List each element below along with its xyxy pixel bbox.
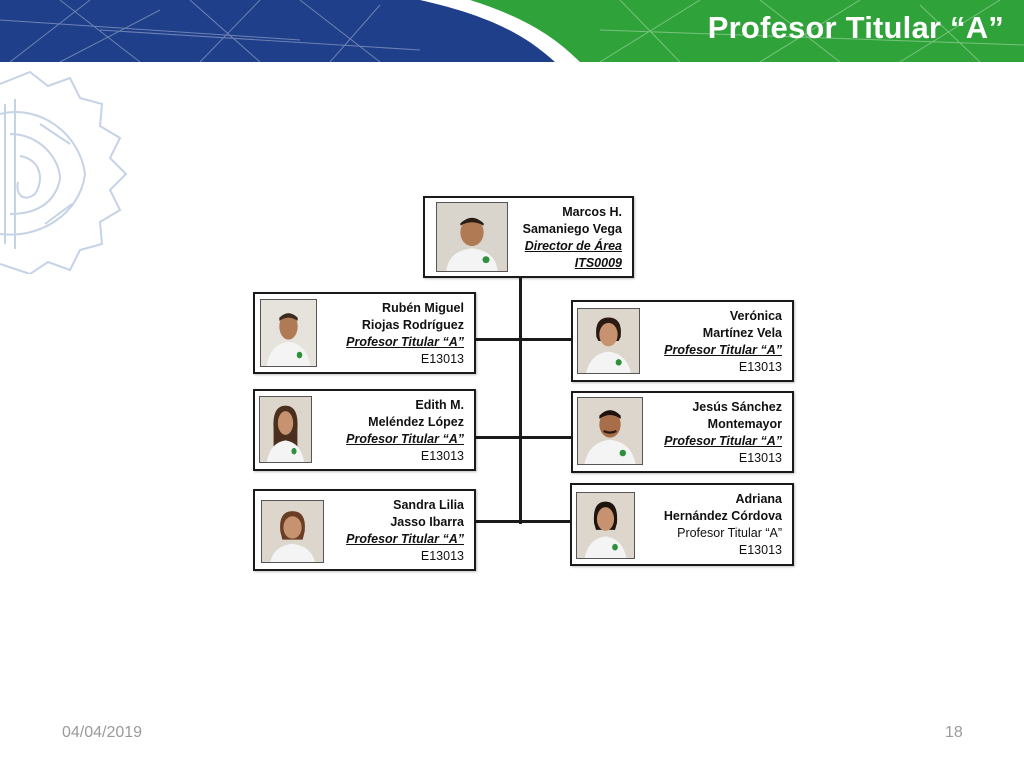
org-card-director: Marcos H. Samaniego Vega Director de Áre… (423, 196, 634, 278)
person-code: E13013 (738, 451, 782, 465)
person-code: E13013 (738, 543, 782, 557)
person-photo (436, 202, 508, 272)
connector-branch-left-1 (474, 338, 521, 341)
person-info: Rubén Miguel Riojas Rodríguez Profesor T… (346, 300, 464, 368)
person-code: E13013 (420, 549, 464, 563)
slide-title: Profesor Titular “A” (707, 10, 1004, 45)
person-name-line2: Hernández Córdova (663, 509, 782, 523)
connector-branch-left-3 (474, 520, 521, 523)
person-name-line1: Edith M. (415, 398, 464, 412)
person-code: E13013 (420, 352, 464, 366)
person-role: Profesor Titular “A” (664, 343, 782, 357)
person-name-line2: Meléndez López (368, 415, 464, 429)
person-name-line1: Rubén Miguel (382, 301, 464, 315)
person-name-line1: Sandra Lilia (393, 498, 464, 512)
person-role: Profesor Titular “A” (346, 335, 464, 349)
org-card-left-1: Rubén Miguel Riojas Rodríguez Profesor T… (253, 292, 476, 374)
org-card-left-2: Edith M. Meléndez López Profesor Titular… (253, 389, 476, 471)
person-code: ITS0009 (574, 256, 622, 270)
person-name-line1: Marcos H. (562, 205, 622, 219)
person-role: Director de Área (524, 239, 622, 253)
person-name-line2: Samaniego Vega (522, 222, 622, 236)
person-role: Profesor Titular “A” (664, 434, 782, 448)
footer-date: 04/04/2019 (62, 724, 143, 741)
person-info: Marcos H. Samaniego Vega Director de Áre… (523, 204, 622, 272)
connector-branch-left-2 (474, 436, 521, 439)
org-card-left-3: Sandra Lilia Jasso Ibarra Profesor Titul… (253, 489, 476, 571)
person-name-line1: Adriana (735, 492, 782, 506)
person-info: Sandra Lilia Jasso Ibarra Profesor Titul… (346, 497, 464, 565)
institution-logo-watermark (0, 70, 128, 274)
person-photo (260, 299, 317, 367)
person-name-line2: Riojas Rodríguez (361, 318, 464, 332)
footer-page-number: 18 (945, 724, 963, 741)
person-info: Edith M. Meléndez López Profesor Titular… (346, 397, 464, 465)
person-role: Profesor Titular “A” (346, 432, 464, 446)
org-card-right-2: Jesús Sánchez Montemayor Profesor Titula… (571, 391, 794, 473)
person-photo (577, 308, 640, 374)
person-photo (576, 492, 635, 559)
header-banner (0, 0, 1024, 62)
person-name-line2: Martínez Vela (702, 326, 782, 340)
connector-branch-right-3 (519, 520, 572, 523)
org-card-right-1: Verónica Martínez Vela Profesor Titular … (571, 300, 794, 382)
connector-branch-right-1 (519, 338, 572, 341)
person-photo (261, 500, 324, 563)
person-name-line1: Verónica (729, 309, 782, 323)
person-name-line1: Jesús Sánchez (692, 400, 782, 414)
person-info: Jesús Sánchez Montemayor Profesor Titula… (664, 399, 782, 467)
connector-branch-right-2 (519, 436, 572, 439)
person-code: E13013 (420, 449, 464, 463)
person-code: E13013 (738, 360, 782, 374)
connector-trunk (519, 277, 522, 524)
person-photo (259, 396, 312, 463)
org-card-right-3: Adriana Hernández Córdova Profesor Titul… (570, 483, 794, 566)
person-photo (577, 397, 643, 465)
person-role: Profesor Titular “A” (346, 532, 464, 546)
person-info: Adriana Hernández Córdova Profesor Titul… (664, 491, 782, 559)
person-name-line2: Montemayor (707, 417, 782, 431)
person-name-line2: Jasso Ibarra (390, 515, 464, 529)
person-info: Verónica Martínez Vela Profesor Titular … (664, 308, 782, 376)
person-role: Profesor Titular “A” (677, 526, 782, 540)
